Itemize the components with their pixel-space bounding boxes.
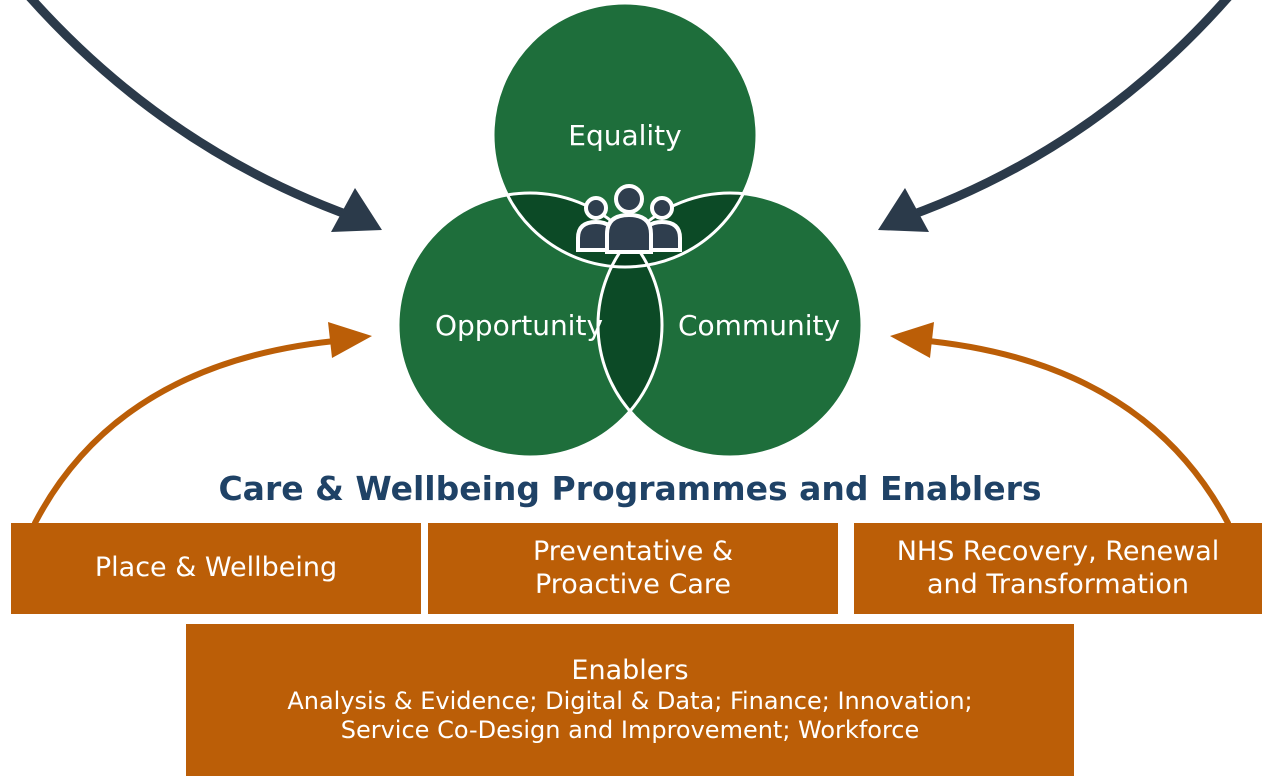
bottom-left-arrowhead — [328, 322, 372, 358]
programme-label-nhs-line1: NHS Recovery, Renewal — [896, 536, 1220, 568]
bottom-right-arrow — [915, 337, 1231, 526]
programme-label-place: Place & Wellbeing — [94, 552, 338, 584]
bottom-right-arrowhead — [890, 322, 934, 358]
label-opportunity: Opportunity — [435, 309, 603, 342]
label-equality: Equality — [568, 119, 681, 152]
enablers-box: Enablers Analysis & Evidence; Digital & … — [186, 624, 1074, 776]
enablers-line-2: Service Co-Design and Improvement; Workf… — [340, 716, 920, 745]
top-right-arrow — [887, 0, 1232, 227]
top-left-arrowhead — [331, 188, 382, 232]
overlap-top-left — [493, 193, 662, 267]
enablers-title: Enablers — [571, 654, 689, 686]
label-community: Community — [678, 309, 840, 342]
enablers-line-1: Analysis & Evidence; Digital & Data; Fin… — [287, 686, 973, 715]
overlap-top-right — [598, 193, 757, 267]
programme-box-preventative: Preventative & Proactive Care — [428, 523, 838, 614]
circle-community-outline — [596, 191, 864, 459]
bottom-left-arrow — [32, 337, 348, 526]
top-left-arrow — [26, 0, 373, 227]
people-group-icon — [576, 184, 682, 254]
top-right-arrowhead — [878, 188, 929, 232]
programme-label-nhs-line2: and Transformation — [927, 568, 1189, 600]
programme-box-place: Place & Wellbeing — [11, 523, 421, 614]
circle-equality-outline — [491, 1, 759, 269]
diagram-title: Care & Wellbeing Programmes and Enablers — [218, 469, 1041, 508]
programme-label-preventative-line2: Proactive Care — [534, 568, 731, 600]
programme-label-preventative-line1: Preventative & — [532, 536, 734, 568]
circle-opportunity-outline — [396, 191, 664, 459]
programme-box-nhs: NHS Recovery, Renewal and Transformation — [854, 523, 1262, 614]
